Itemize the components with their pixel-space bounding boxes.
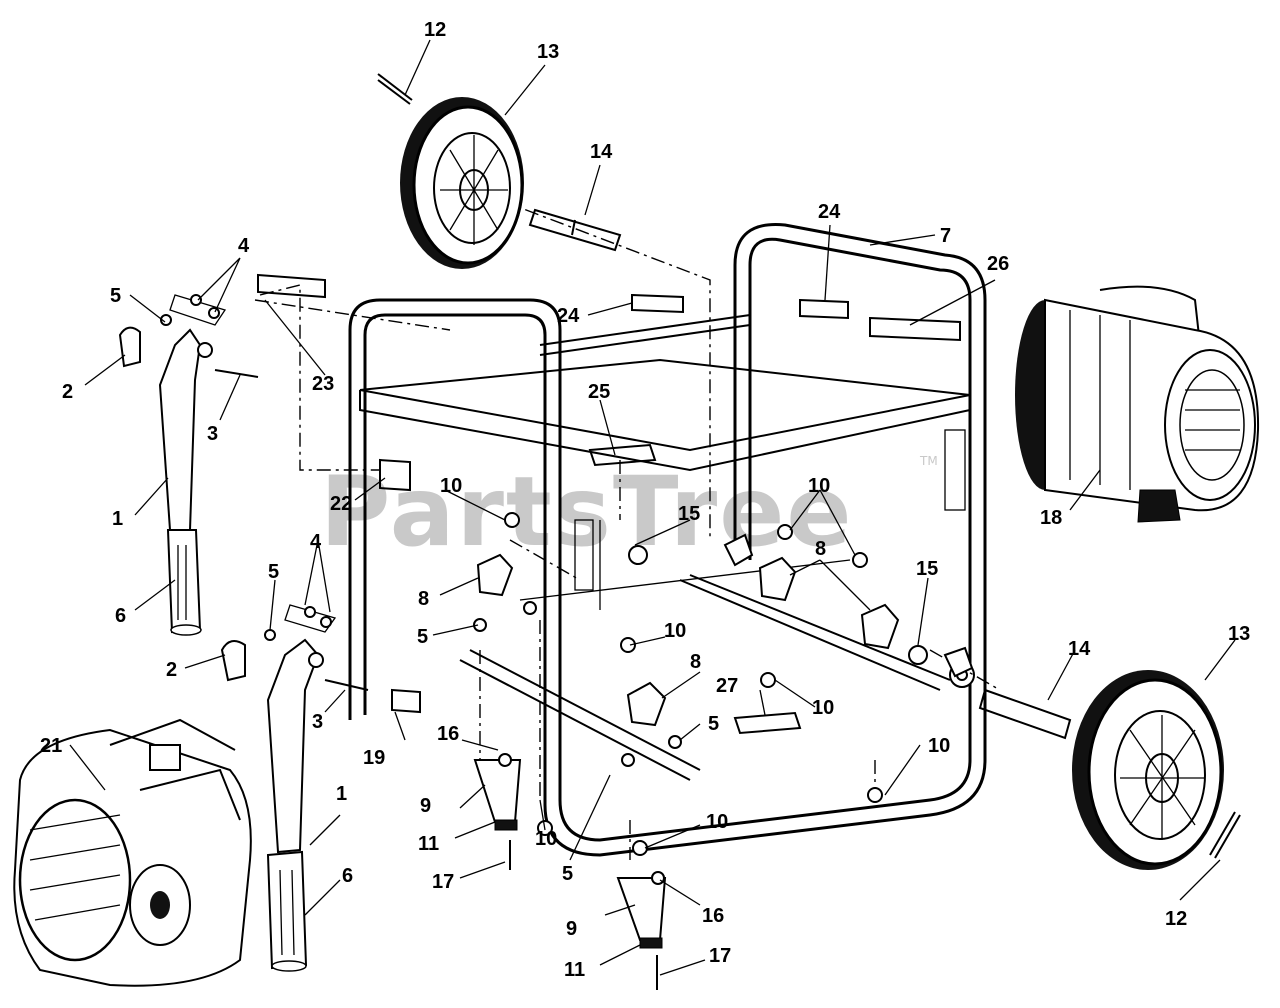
feet (473, 759, 667, 949)
callout-10e: 10 (928, 735, 950, 757)
callout-11: 11 (418, 833, 439, 855)
wheel-icon (377, 73, 622, 269)
callout-6: 6 (115, 605, 126, 627)
callout-24b: 24 (557, 305, 580, 327)
callout-19: 19 (363, 747, 385, 769)
callout-2: 2 (62, 381, 73, 403)
callout-8b: 8 (815, 538, 826, 560)
callout-8: 8 (418, 588, 429, 610)
watermark-trademark: TM (919, 454, 938, 468)
callout-25: 25 (588, 381, 610, 403)
wheel-icon (978, 670, 1241, 870)
callout-10f: 10 (535, 828, 557, 850)
callout-10b: 10 (808, 475, 830, 497)
callout-22: 22 (330, 493, 352, 515)
callout-2b: 2 (166, 659, 177, 681)
callout-18: 18 (1040, 507, 1062, 529)
callout-10: 10 (440, 475, 462, 497)
callout-9b: 9 (566, 918, 577, 940)
nuts-bolts (473, 512, 928, 990)
watermark-text: PartsTree (320, 456, 853, 568)
callout-16: 16 (437, 723, 459, 745)
callout-14b: 14 (1068, 638, 1091, 660)
callout-17: 17 (432, 871, 454, 893)
callout-3: 3 (207, 423, 218, 445)
callout-9: 9 (420, 795, 431, 817)
callout-7: 7 (940, 225, 951, 247)
callout-3b: 3 (312, 711, 323, 733)
callout-15: 15 (678, 503, 700, 525)
callout-14: 14 (590, 141, 613, 163)
callout-leaders (69, 39, 1236, 976)
vibration-mounts (476, 533, 974, 727)
decals (257, 273, 961, 735)
callout-10c: 10 (664, 620, 686, 642)
callout-12b: 12 (1165, 908, 1187, 930)
handle-icon (118, 294, 369, 972)
callout-5c: 5 (417, 626, 428, 648)
callout-4b: 4 (310, 531, 322, 553)
callout-5: 5 (110, 285, 121, 307)
callout-5b: 5 (268, 561, 279, 583)
callout-10d: 10 (812, 697, 834, 719)
callout-27: 27 (716, 675, 738, 697)
callout-21: 21 (40, 735, 62, 757)
callout-13b: 13 (1228, 623, 1250, 645)
callout-labels: 12 13 14 24 7 26 24 25 4 5 2 3 23 22 1 6… (40, 19, 1250, 981)
engine-icon (13, 718, 252, 987)
callout-11b: 11 (564, 959, 585, 981)
callout-17b: 17 (709, 945, 731, 967)
callout-15b: 15 (916, 558, 938, 580)
callout-5d: 5 (708, 713, 719, 735)
callout-10g: 10 (706, 811, 728, 833)
callout-1: 1 (112, 508, 123, 530)
callout-12: 12 (424, 19, 446, 41)
callout-6b: 6 (342, 865, 353, 887)
callout-24: 24 (818, 201, 841, 223)
callout-5e: 5 (562, 863, 573, 885)
callout-1b: 1 (336, 783, 347, 805)
generator-icon (1015, 285, 1260, 523)
callout-8c: 8 (690, 651, 701, 673)
callout-16b: 16 (702, 905, 724, 927)
callout-13: 13 (537, 41, 559, 63)
frame-icon (348, 223, 987, 857)
callout-4: 4 (238, 235, 250, 257)
callout-23: 23 (312, 373, 334, 395)
callout-26: 26 (987, 253, 1009, 275)
